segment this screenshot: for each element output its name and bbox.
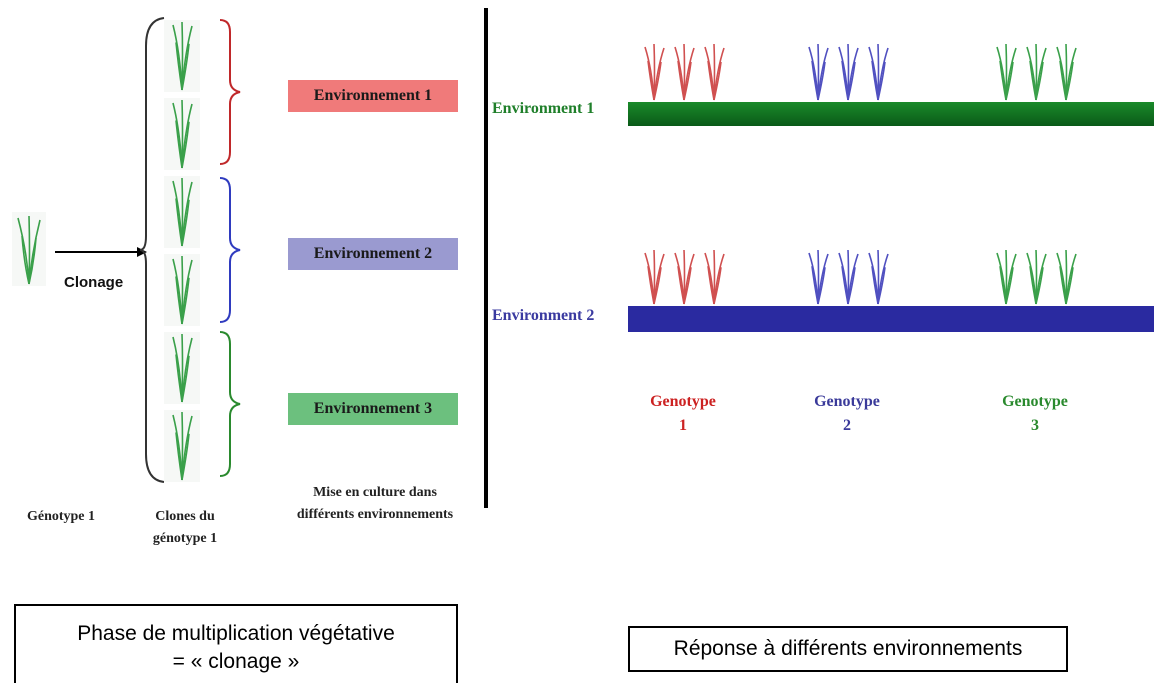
genotype-2-plant-icon [868, 249, 889, 305]
environment-3-label: Environnement 3 [313, 400, 433, 417]
genotype-2-plant-icon [808, 249, 829, 305]
genotype-3-plant-icon [1026, 249, 1047, 305]
genotype-3-plant-icon [1056, 43, 1077, 101]
right-environment-2-label: Environment 2 [492, 307, 595, 324]
environment-1-box: Environnement 1 [288, 80, 458, 112]
environment-2-label: Environnement 2 [313, 245, 433, 262]
response-box: Réponse à différents environnements [628, 626, 1068, 672]
genotype-1-plant-icon [674, 43, 695, 101]
genotype-1-plant-icon [704, 43, 725, 101]
env2-bracket [219, 177, 241, 323]
clone-plant-icon [172, 411, 193, 481]
environment-3-box: Environnement 3 [288, 393, 458, 425]
clonage-arrow [55, 247, 147, 257]
environment-1-label: Environnement 1 [313, 87, 433, 104]
clones-caption: Clones du génotype 1 [152, 509, 218, 546]
genotype-1-plant-icon [704, 249, 725, 305]
clone-plant-icon [172, 99, 193, 169]
panel-divider [484, 8, 488, 508]
env3-bracket [219, 331, 241, 477]
left-brace [140, 17, 165, 483]
genotype-3-plant-icon [996, 249, 1017, 305]
genotype-1-plant-icon [644, 249, 665, 305]
clone-plant-icon [172, 255, 193, 325]
genotype-2-plant-icon [808, 43, 829, 101]
clonage-label: Clonage [64, 274, 124, 291]
genotype-1-plant-icon [674, 249, 695, 305]
genotype-1-plant-icon [644, 43, 665, 101]
genotype-3-plant-icon [1056, 249, 1077, 305]
genotype-caption: Génotype 1 [26, 509, 96, 524]
genotype-1-label: Genotype 1 [650, 393, 716, 434]
genotype-3-plant-icon [1026, 43, 1047, 101]
source-plant-icon [12, 212, 46, 286]
genotype-2-plant-icon [838, 43, 859, 101]
genotype-2-plant-icon [868, 43, 889, 101]
environment-2-box: Environnement 2 [288, 238, 458, 270]
environment-1-bar [628, 102, 1154, 126]
clone-plant-icon [172, 333, 193, 403]
clone-plants [164, 20, 200, 482]
environment-2-bar [628, 306, 1154, 332]
genotype-3-label: Genotype 3 [1002, 393, 1068, 434]
culture-caption: Mise en culture dans différents environn… [296, 485, 454, 522]
clone-plant-icon [172, 21, 193, 91]
clone-plant-icon [172, 177, 193, 247]
genotype-3-plant-icon [996, 43, 1017, 101]
env1-bracket [219, 19, 241, 165]
env1-plants [644, 43, 1077, 101]
right-environment-1-label: Environment 1 [492, 100, 595, 117]
genotype-2-plant-icon [838, 249, 859, 305]
env2-plants [644, 249, 1077, 305]
genotype-2-label: Genotype 2 [814, 393, 880, 434]
phase-box: Phase de multiplication végétative = « c… [14, 604, 458, 683]
